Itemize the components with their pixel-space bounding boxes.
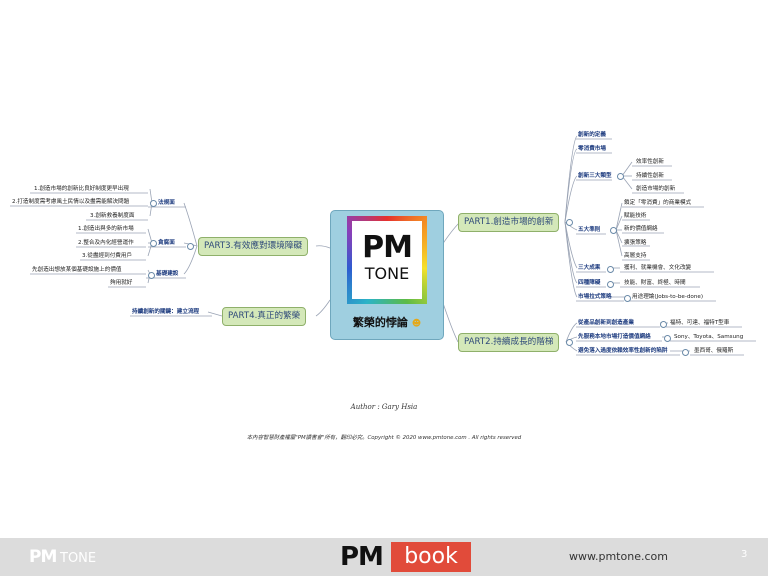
part2-node[interactable]: PART2.持續成長的階梯 <box>458 333 560 352</box>
topic-nonconsumption-market[interactable]: 零消費市場 <box>578 146 606 152</box>
subtopic-corruption-2[interactable]: 2.整合及內化經營運作 <box>78 240 134 246</box>
collapse-knot[interactable] <box>607 281 614 288</box>
logo-pm-text: PM <box>362 230 413 265</box>
footer-logo-pm: PM <box>29 547 57 567</box>
subtopic-ford-examples[interactable]: 福特、可達、福特T型車 <box>670 320 730 326</box>
smiley-icon: ☻ <box>411 319 422 329</box>
topic-regulation[interactable]: 法規面 <box>158 200 175 206</box>
central-topic-title: 繁榮的悖論 ☻ <box>331 314 443 330</box>
subtopic-nonconsumption-model[interactable]: 鎖定「零消費」的商業模式 <box>624 200 692 206</box>
part4-node[interactable]: PART4.真正的繁榮 <box>222 307 307 326</box>
collapse-knot[interactable] <box>660 321 667 328</box>
collapse-knot[interactable] <box>682 349 689 356</box>
subtopic-barriers-list[interactable]: 技能、財富、終極、時間 <box>624 280 686 286</box>
collapse-knot[interactable] <box>187 243 194 250</box>
collapse-knot[interactable] <box>150 200 157 207</box>
subtopic-expansion-strategy[interactable]: 擴張策略 <box>624 240 647 246</box>
subtopic-corruption-1[interactable]: 1.創造出與多的新市場 <box>78 226 134 232</box>
pmbook-logo-pm: PM <box>340 542 384 572</box>
author-line: Author : Gary Hsia <box>350 403 418 411</box>
collapse-knot[interactable] <box>148 272 155 279</box>
copyright-line: 本內容智慧財產權屬"PM讀書會"所有，翻印必究。Copyright © 2020… <box>246 435 522 441</box>
central-title-text: 繁榮的悖論 <box>352 316 408 329</box>
subtopic-infrastructure-2[interactable]: 夠用就好 <box>110 280 133 286</box>
pmbook-logo-book: book <box>391 542 471 572</box>
central-topic[interactable]: PM TONE 繁榮的悖論 ☻ <box>330 210 444 340</box>
topic-three-innovation-types[interactable]: 創新三大類型 <box>578 173 612 179</box>
topic-serve-local-market[interactable]: 先服務本地市場打造價值網絡 <box>578 334 651 340</box>
subtopic-jobs-to-be-done[interactable]: 用途理論(Jobs-to-be-done) <box>632 294 704 300</box>
footer-url[interactable]: www.pmtone.com <box>569 550 668 563</box>
subtopic-regulation-2[interactable]: 2.打造制度需考慮風土民情以及盡需能解決問題 <box>12 199 130 205</box>
collapse-knot[interactable] <box>566 219 573 226</box>
logo-tone-text: TONE <box>364 264 410 283</box>
collapse-knot[interactable] <box>610 227 617 234</box>
footer-logo-tone: TONE <box>60 551 97 566</box>
subtopic-regulation-3[interactable]: 3.創新救養制度面 <box>90 213 135 219</box>
subtopic-efficiency-innovation[interactable]: 效率性創新 <box>636 159 664 165</box>
part3-node[interactable]: PART3.有效應對環境障礙 <box>198 237 309 256</box>
collapse-knot[interactable] <box>607 266 614 273</box>
collapse-knot[interactable] <box>150 240 157 247</box>
topic-four-barriers[interactable]: 四種障礙 <box>578 280 601 286</box>
subtopic-value-network[interactable]: 新的價值網絡 <box>624 226 658 232</box>
subtopic-outcomes-list[interactable]: 獲利、就業機會、文化改變 <box>624 265 692 271</box>
footer-bar: PM TONE PM book www.pmtone.com 3 <box>0 538 768 576</box>
topic-infrastructure[interactable]: 基礎建設 <box>156 271 179 277</box>
topic-innovation-definition[interactable]: 創新的定義 <box>578 132 606 138</box>
part1-node[interactable]: PART1.創造市場的創新 <box>458 213 560 232</box>
collapse-knot[interactable] <box>664 335 671 342</box>
subtopic-corruption-3[interactable]: 3.從盡經到付費用戶 <box>82 253 133 259</box>
subtopic-leadership-support[interactable]: 高層支持 <box>624 253 647 259</box>
pmtone-logo: PM TONE <box>347 216 427 304</box>
collapse-knot[interactable] <box>617 173 624 180</box>
topic-five-principles[interactable]: 五大準則 <box>578 227 601 233</box>
page-number: 3 <box>741 549 748 560</box>
subtopic-sustaining-innovation[interactable]: 持續性創新 <box>636 173 664 179</box>
topic-three-outcomes[interactable]: 三大成果 <box>578 265 601 271</box>
topic-continuous-innovation[interactable]: 持續創新的關鍵：建立流程 <box>132 309 200 315</box>
topic-market-pull-strategy[interactable]: 市場拉式策略 <box>578 294 612 300</box>
subtopic-mexico-russia[interactable]: 墨西哥、俄羅斯 <box>694 348 734 354</box>
topic-avoid-efficiency-trap[interactable]: 避免落入過度依賴效率性創新的陷阱 <box>578 348 668 354</box>
collapse-knot[interactable] <box>566 339 573 346</box>
subtopic-market-creating-innovation[interactable]: 創造市場的創新 <box>636 186 676 192</box>
topic-corruption[interactable]: 貪腐面 <box>158 240 175 246</box>
topic-product-to-industry[interactable]: 從產品創新到創造產業 <box>578 320 634 326</box>
subtopic-sony-toyota-samsung[interactable]: Sony、Toyota、Samsung <box>674 334 744 340</box>
subtopic-regulation-1[interactable]: 1.創造市場的創新比良好制度更早出現 <box>34 186 129 192</box>
subtopic-enabling-tech[interactable]: 賦能技術 <box>624 213 647 219</box>
subtopic-infrastructure-1[interactable]: 先創造出想放某個基礎設施上的價值 <box>32 267 122 273</box>
collapse-knot[interactable] <box>624 295 631 302</box>
